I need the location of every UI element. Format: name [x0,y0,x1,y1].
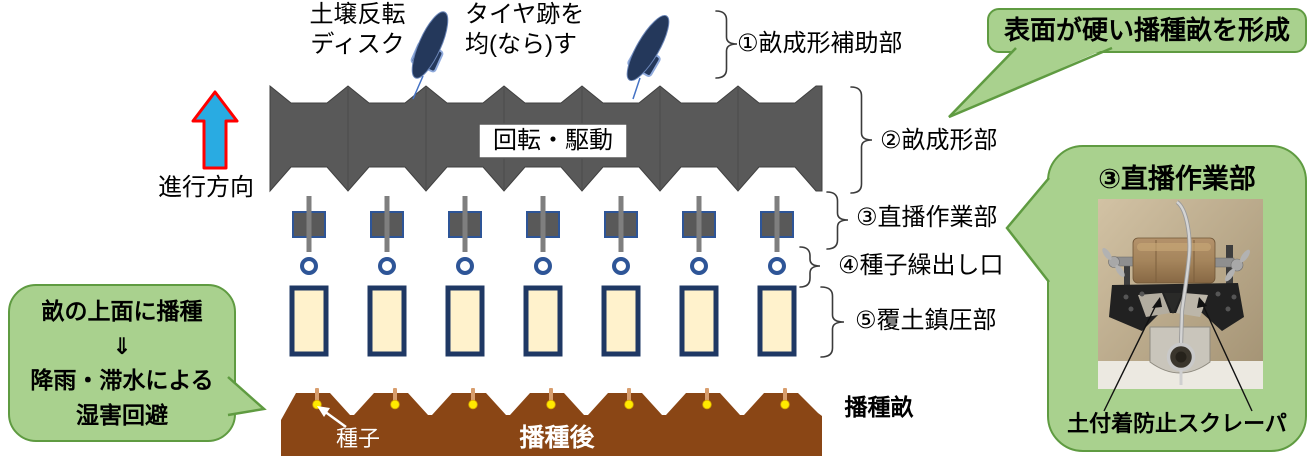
brace-3 [826,191,849,250]
soil-inversion-disk-left [410,11,449,100]
bracket-label-2: ②畝成形部 [880,127,998,154]
brace-1 [715,10,738,79]
soil-disk-label: 土壌反転 ディスク [309,1,406,58]
drive-label-box [478,123,628,159]
seeding-unit-photo [1098,199,1263,389]
after-seeding-label: 播種後 [519,424,595,453]
tire-track-label: タイヤ跡を 均(なら)す [465,1,585,58]
bracket-label-5: ⑤覆土鎮圧部 [855,307,997,334]
brace-4 [799,246,821,288]
photo-furrow-wire [1166,200,1196,385]
seeding-ridge-label: 播種畝 [844,393,914,420]
callout-hard-surface-text: 表面が硬い播種畝を形成 [1003,15,1290,46]
direction-label: 進行方向 [158,174,254,201]
brace-2 [850,86,873,194]
photo-bolt-heads [1123,291,1237,312]
label-braces [715,10,873,358]
callout-wet-damage-text: 畝の上面に播種 ⇓ 降雨・滞水による 湿害回避 [30,298,214,428]
scraper-caption: 土付着防止スクレーパ [1067,411,1287,437]
photo-wing-nut-right [1225,249,1250,282]
ridge-forming-roller [269,84,823,193]
panel-title: ③直播作業部 [1098,164,1256,195]
seed-pointer-arrow [317,406,347,429]
soil-inversion-disk-right [626,14,670,100]
tail-right-panel [1007,178,1049,282]
photo-wing-nut-left [1102,248,1125,277]
seeded-ground [281,387,822,456]
bracket-label-3: ③直播作業部 [856,204,998,231]
bracket-label-1: ①畝成形補助部 [737,30,903,57]
seed-label: 種子 [335,426,380,452]
scraper-pointer-arrows [1103,297,1253,412]
callout-wet-damage-bubble [8,284,236,442]
drive-label: 回転・駆動 [493,127,613,154]
direction-arrow [191,90,239,170]
brace-5 [820,286,845,358]
callout-hard-surface-bubble [987,8,1307,53]
photo-scraper-left [1138,293,1170,317]
bracket-label-4: ④種子繰出し口 [838,252,1004,279]
